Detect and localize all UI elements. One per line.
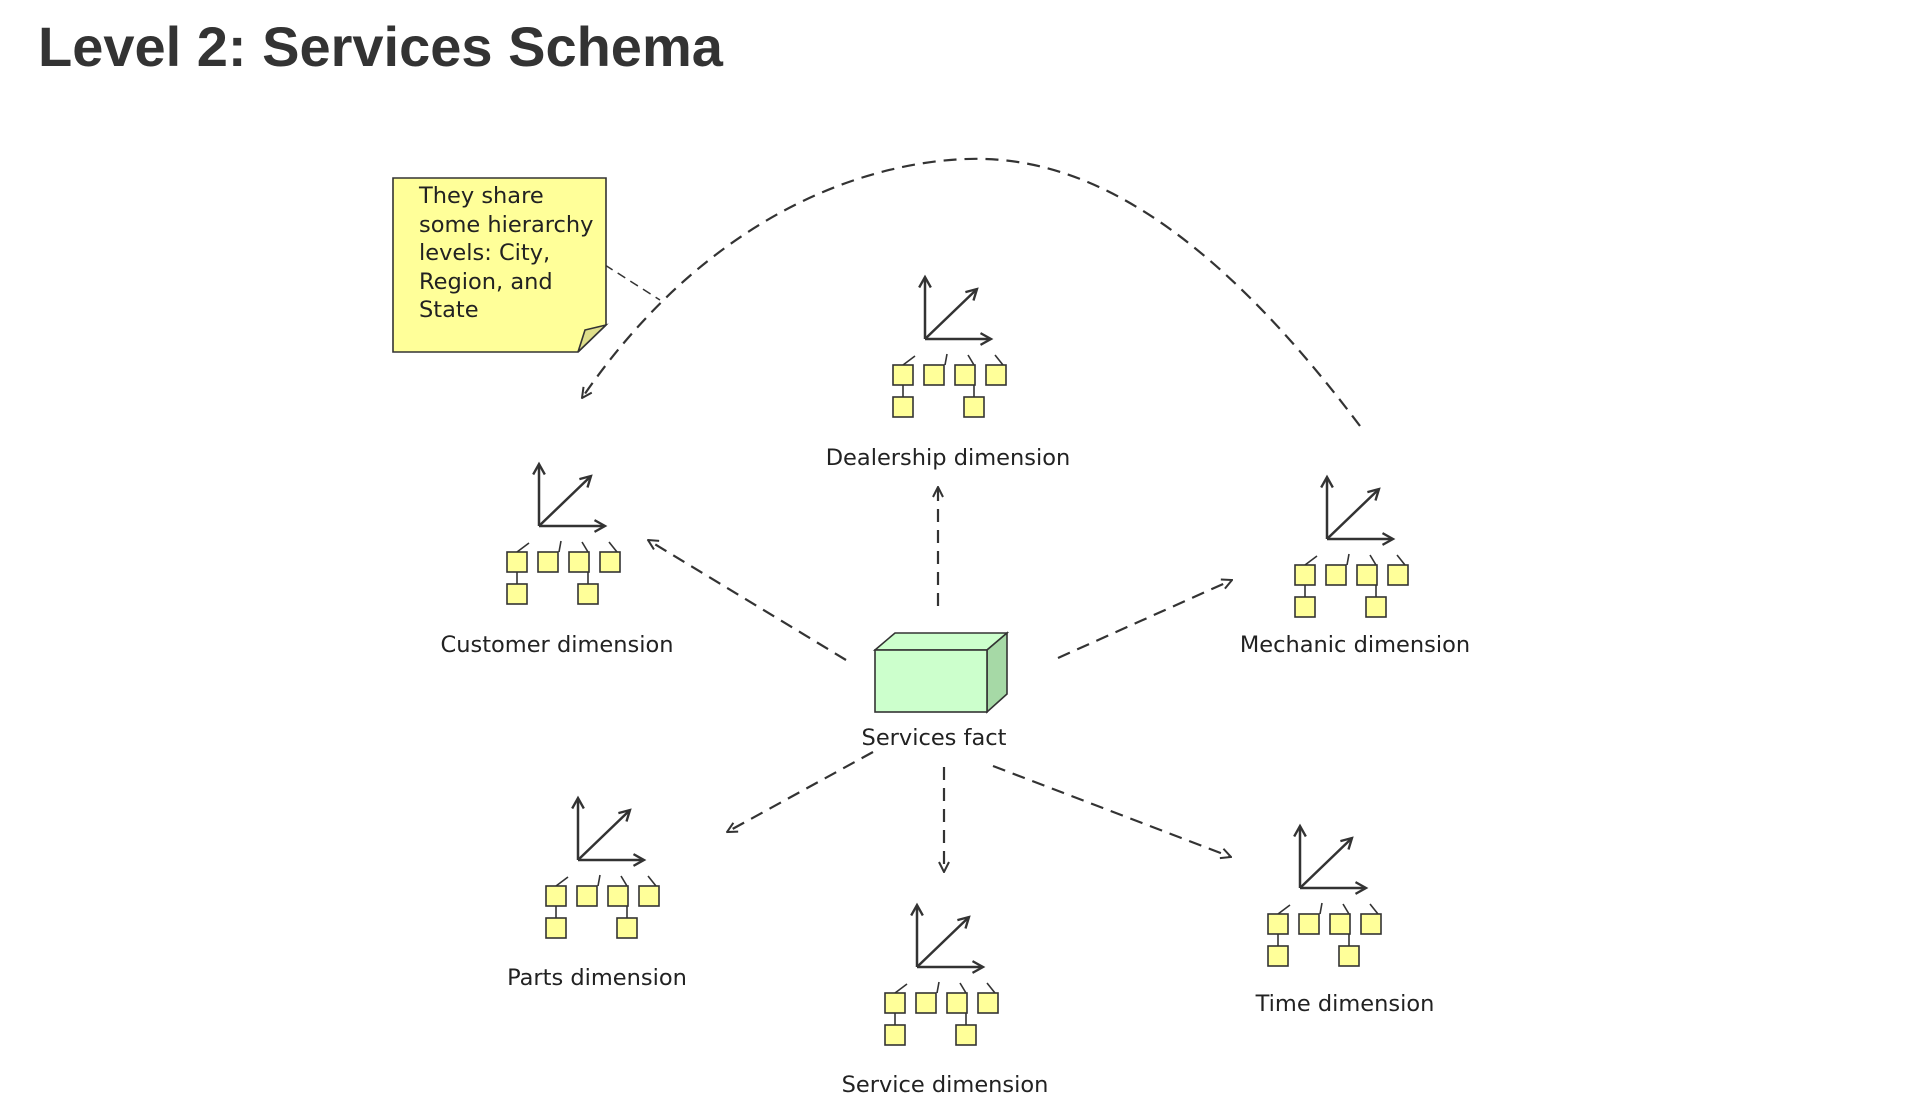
customer-dimension-label: Customer dimension — [441, 632, 674, 658]
mechanic-dimension-label: Mechanic dimension — [1240, 632, 1470, 658]
note-line-2: some hierarchy — [419, 212, 594, 238]
parts-dimension-icon — [546, 798, 659, 938]
dimension-service: Service dimension — [842, 905, 1049, 1098]
dealership-dimension-icon — [893, 277, 1006, 417]
service-dimension-icon — [885, 905, 998, 1045]
fact-cube-front — [874, 649, 988, 713]
dimension-mechanic: Mechanic dimension — [1240, 477, 1470, 658]
parts-dimension-label: Parts dimension — [507, 965, 687, 991]
connectors — [582, 157, 1361, 872]
connector-fact-to-mechanic — [1057, 580, 1232, 660]
sticky-note-text: They share some hierarchy levels: City, … — [418, 183, 601, 323]
connector-mechanic-to-customer-curve — [582, 157, 1361, 427]
mechanic-dimension-icon — [1295, 477, 1408, 617]
connector-fact-to-time — [992, 764, 1231, 857]
note-line-1: They share — [418, 183, 544, 209]
dimension-time: Time dimension — [1255, 826, 1435, 1017]
note-line-3: levels: City, — [419, 240, 550, 266]
services-fact-label: Services fact — [862, 725, 1007, 751]
connector-fact-to-customer — [648, 540, 847, 661]
time-dimension-icon — [1268, 826, 1381, 966]
service-dimension-label: Service dimension — [842, 1072, 1049, 1098]
note-line-4: Region, and — [419, 269, 553, 295]
note-connector — [604, 264, 661, 301]
services-fact: Services fact — [862, 631, 1010, 751]
time-dimension-label: Time dimension — [1255, 991, 1435, 1017]
sticky-note: They share some hierarchy levels: City, … — [392, 177, 609, 353]
connector-fact-to-parts — [727, 751, 874, 832]
note-line-5: State — [419, 297, 479, 323]
dimension-dealership: Dealership dimension — [826, 277, 1071, 471]
dimension-parts: Parts dimension — [507, 798, 687, 991]
sticky-note-fold — [577, 323, 609, 353]
dimension-customer: Customer dimension — [441, 464, 674, 658]
page-title: Level 2: Services Schema — [38, 15, 723, 78]
customer-dimension-icon — [507, 464, 620, 604]
fact-cube-top — [872, 632, 1010, 651]
dealership-dimension-label: Dealership dimension — [826, 445, 1071, 471]
